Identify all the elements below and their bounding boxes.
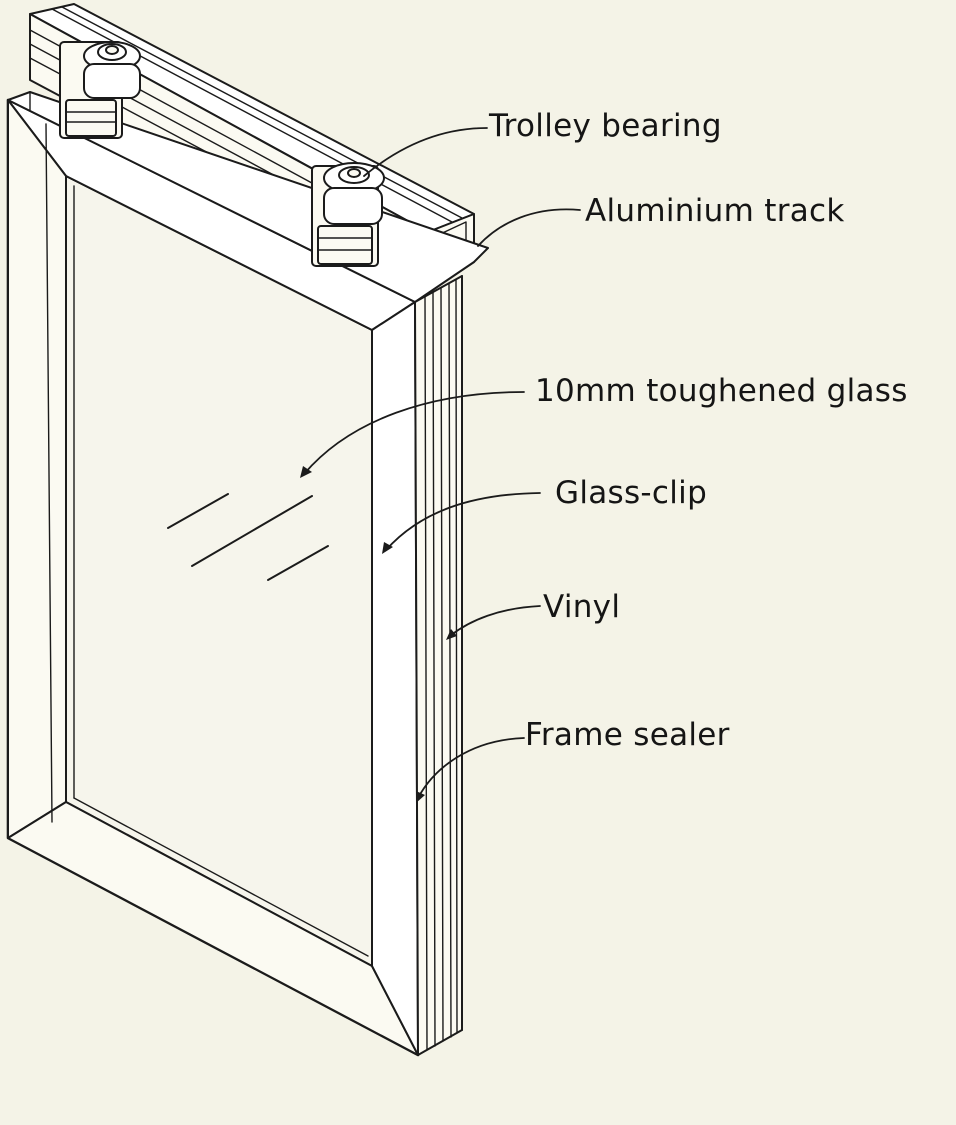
label-vinyl: Vinyl <box>543 589 620 625</box>
label-aluminium-track: Aluminium track <box>585 193 845 229</box>
label-trolley-bearing: Trolley bearing <box>488 108 722 144</box>
leader-frame-sealer <box>416 737 525 803</box>
trolley-bearing-right <box>311 162 385 267</box>
panel-frame <box>6 98 420 1057</box>
arrow-icon <box>446 629 457 640</box>
leader-trolley-bearing <box>363 127 488 177</box>
side-profile-layers <box>414 275 463 1056</box>
label-frame-sealer: Frame sealer <box>525 717 730 753</box>
glass-reflection <box>167 493 329 581</box>
label-glass-clip: Glass-clip <box>555 475 707 511</box>
leader-vinyl <box>446 605 541 640</box>
arrow-icon <box>416 791 425 803</box>
leader-glass-clip <box>382 492 541 554</box>
leader-glass <box>300 391 525 478</box>
label-glass: 10mm toughened glass <box>535 373 908 409</box>
arrow-icon <box>382 542 393 554</box>
trolley-bearing-left <box>59 41 141 139</box>
arrow-icon <box>300 466 312 478</box>
leader-aluminium-track <box>477 208 581 247</box>
